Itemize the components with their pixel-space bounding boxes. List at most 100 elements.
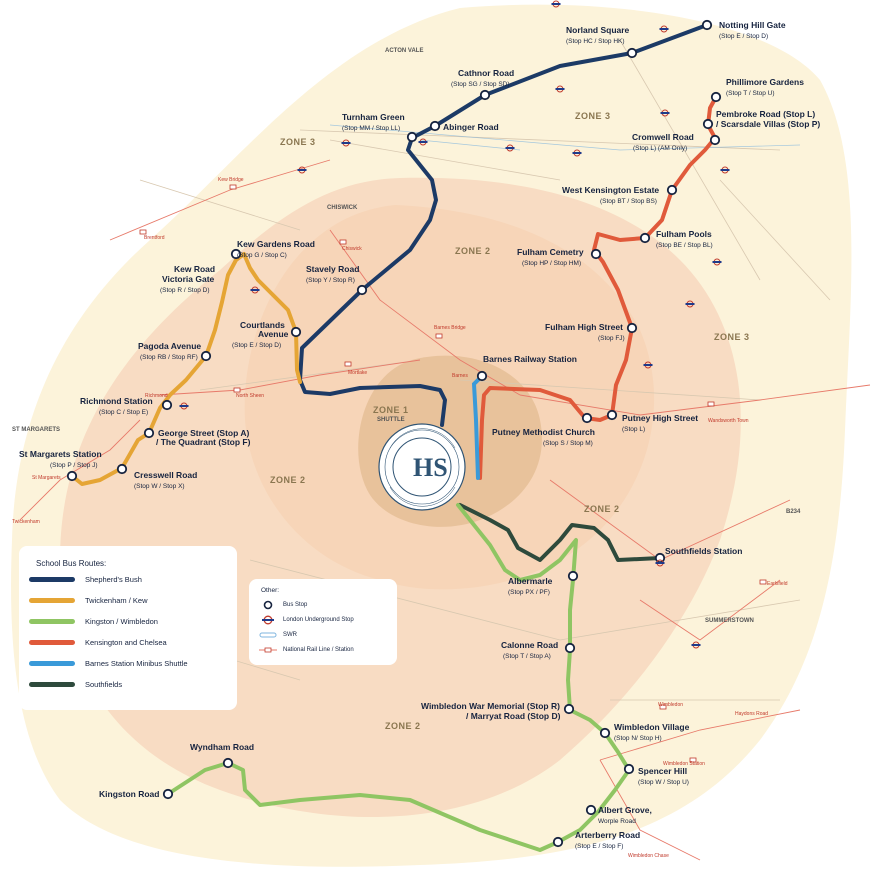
stop-arterberry[interactable] [552,836,564,848]
label-fulham-cemetry-sub: (Stop HP / Stop HM) [522,260,581,267]
rail-label-wimbledon: Wimbledon [658,702,683,708]
stop-cathnor[interactable] [479,89,491,101]
national-rail-lines [19,159,871,861]
label-cromwell: Cromwell Road [632,132,694,142]
rail-label-earlsfield: Earlsfield [767,581,788,587]
underground-icon [341,139,351,147]
stop-cresswell[interactable] [116,463,128,475]
label-putney-high-sub: (Stop L) [622,426,645,433]
label-st-margarets-station-sub: (Stop P / Stop J) [50,462,98,469]
label-putney-methodist: Putney Methodist Church [492,427,595,437]
stop-wyndham[interactable] [222,757,234,769]
label-albert-grove: Albert Grove, [598,805,652,815]
stop-courtlands[interactable] [290,326,302,338]
rail-label-brentford: Brentford [144,235,165,241]
stop-phillimore[interactable] [710,91,722,103]
zone-2-label-bottom: ZONE 2 [385,721,421,731]
underground-icon [712,258,722,266]
stop-wimbledon-war[interactable] [563,703,575,715]
label-calonne: Calonne Road [501,640,558,650]
stop-norland[interactable] [626,47,638,59]
rail-station-icon [689,757,697,763]
stop-putney-high[interactable] [606,409,618,421]
label-phillimore-sub: (Stop T / Stop U) [726,90,775,97]
stop-fulham-high[interactable] [626,322,638,334]
route-southfields [458,503,662,562]
stop-cromwell[interactable] [709,134,721,146]
stop-turnham[interactable] [406,131,418,143]
label-putney-high: Putney High Street [622,413,698,423]
rail-station-icon [344,361,352,367]
legend-label: Kingston / Wimbledon [85,617,158,626]
stop-stavely[interactable] [356,284,368,296]
stop-wimbledon-village[interactable] [599,727,611,739]
underground-icon [505,144,515,152]
label-albert-grove-sub: Worple Road [598,818,636,825]
area-summerstown: SUMMERSTOWN [705,618,754,624]
legend-item-shepherds-bush: Shepherd's Bush [29,575,142,584]
rail-label-st-margarets: St Margarets [32,475,61,481]
underground-icons [179,0,730,649]
underground-icon [179,402,189,410]
stop-kingston[interactable] [162,788,174,800]
label-george-sub: / The Quadrant (Stop F) [156,437,251,447]
label-richmond-sub: (Stop C / Stop E) [99,409,148,416]
label-courtlands: Courtlands [240,320,285,330]
rail-label-barnes-bridge: Barnes Bridge [434,325,466,331]
stop-barnes[interactable] [476,370,488,382]
legend-label: Shepherd's Bush [85,575,142,584]
stop-pagoda[interactable] [200,350,212,362]
label-putney-methodist-sub: (Stop S / Stop M) [543,440,593,447]
stop-pembroke[interactable] [702,118,714,130]
bus-stops [66,19,722,848]
label-arterberry: Arterberry Road [575,830,640,840]
stop-st-margarets[interactable] [66,470,78,482]
label-arterberry-sub: (Stop E / Stop F) [575,843,623,850]
label-abinger: Abinger Road [443,122,499,132]
label-richmond: Richmond Station [80,396,153,406]
stop-albert-grove[interactable] [585,804,597,816]
legend-national-rail: National Rail Line / Station [259,645,354,655]
label-wimbledon-village: Wimbledon Village [614,722,690,732]
stop-spencer-hill[interactable] [623,763,635,775]
rail-station-icon [759,579,767,585]
label-notting-hill-sub: (Stop E / Stop D) [719,33,768,40]
underground-icon [572,149,582,157]
stop-calonne[interactable] [564,642,576,654]
stop-fulham-pools[interactable] [639,232,651,244]
label-fulham-pools-sub: (Stop BE / Stop BL) [656,242,713,249]
svg-text:HS: HS [413,453,448,482]
swatch-twickenham-kew [29,598,75,603]
label-phillimore: Phillimore Gardens [726,77,804,87]
underground-icon [259,615,277,625]
stop-putney-methodist[interactable] [581,412,593,424]
route-shepherds-bush [298,23,709,427]
rail-station-icon [435,333,443,339]
stop-west-ken[interactable] [666,184,678,196]
stop-southfields[interactable] [654,552,666,564]
stop-kew-gardens[interactable] [230,248,242,260]
label-cathnor: Cathnor Road [458,68,514,78]
label-courtlands-stops: (Stop E / Stop D) [232,342,281,349]
legend-item-barnes-shuttle: Barnes Station Minibus Shuttle [29,659,188,668]
label-stavely-sub: (Stop Y / Stop R) [306,277,355,284]
stop-notting-hill[interactable] [701,19,713,31]
swr-line-icon [259,630,277,640]
stop-albermarle[interactable] [567,570,579,582]
label-west-ken: West Kensington Estate [562,185,659,195]
label-stavely: Stavely Road [306,264,359,274]
zone-2-label-top: ZONE 2 [455,246,491,256]
rail-station-icon [229,184,237,190]
swatch-kensington-chelsea [29,640,75,645]
stop-george[interactable] [143,427,155,439]
stop-fulham-cemetry[interactable] [590,248,602,260]
zone-3-label-top: ZONE 3 [575,111,611,121]
rail-label-twickenham: Twickenham [12,519,40,525]
underground-icon [660,109,670,117]
legend-bus-stop: Bus Stop [259,600,307,610]
rail-station-icon [707,401,715,407]
stop-richmond[interactable] [161,399,173,411]
legend-item-twickenham-kew: Twickenham / Kew [29,596,148,605]
rail-station-icon [659,704,667,710]
stop-abinger[interactable] [429,120,441,132]
